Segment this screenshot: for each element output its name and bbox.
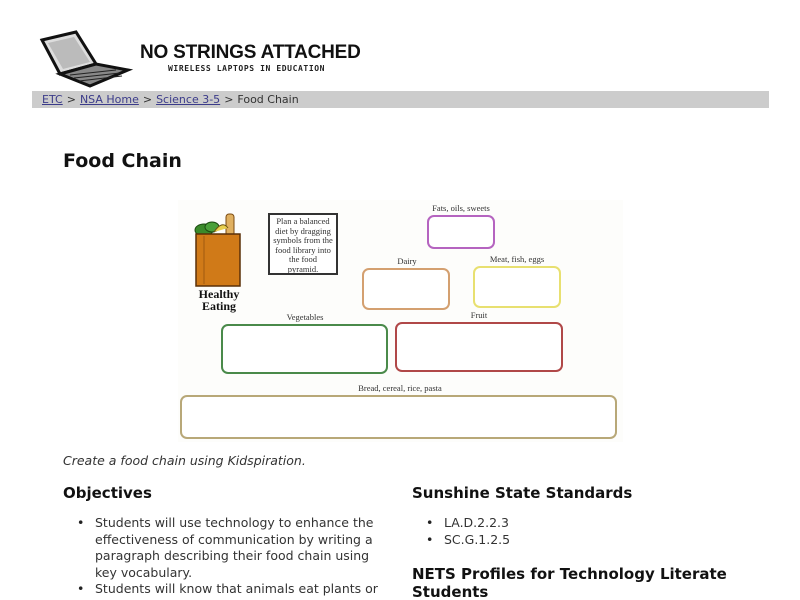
laptop-icon [39, 30, 134, 88]
page-title: Food Chain [63, 150, 182, 172]
breadcrumb-current: Food Chain [237, 93, 299, 106]
breadcrumb-link-science[interactable]: Science 3-5 [156, 93, 221, 106]
label-bread: Bread, cereal, rice, pasta [358, 383, 442, 393]
grocery-bag-icon [194, 213, 241, 287]
standard-item: SC.G.1.2.5 [426, 532, 510, 549]
standards-list: LA.D.2.2.3 SC.G.1.2.5 [426, 515, 510, 549]
breadcrumb-link-etc[interactable]: ETC [42, 93, 63, 106]
objective-item: Students will use technology to enhance … [77, 515, 395, 581]
objectives-heading: Objectives [63, 484, 152, 502]
instructions-box: Plan a balanced diet by dragging symbols… [268, 213, 338, 275]
food-pyramid-image: Healthy Eating Plan a balanced diet by d… [178, 200, 623, 442]
breadcrumb: ETC>NSA Home>Science 3-5>Food Chain [32, 91, 769, 108]
standards-heading: Sunshine State Standards [412, 484, 633, 502]
dropzone-fats[interactable] [427, 215, 495, 249]
healthy-eating-caption: Healthy Eating [198, 287, 240, 313]
objective-item: Students will know that animals eat plan… [77, 581, 395, 598]
label-meat: Meat, fish, eggs [489, 254, 545, 264]
breadcrumb-separator: > [224, 93, 234, 106]
label-dairy: Dairy [397, 256, 417, 266]
dropzone-vegetables[interactable] [221, 324, 388, 374]
dropzone-fruit[interactable] [395, 322, 563, 372]
nets-heading: NETS Profiles for Technology Literate St… [412, 565, 727, 600]
label-vegetables: Vegetables [286, 312, 324, 322]
objectives-list: Students will use technology to enhance … [77, 515, 395, 598]
breadcrumb-link-nsa-home[interactable]: NSA Home [79, 93, 139, 106]
logo-title: NO STRINGS ATTACHED [140, 42, 361, 63]
label-fruit: Fruit [470, 310, 488, 320]
standard-item: LA.D.2.2.3 [426, 515, 510, 532]
breadcrumb-separator: > [142, 93, 153, 106]
logo-subtitle: WIRELESS LAPTOPS IN EDUCATION [168, 64, 326, 73]
breadcrumb-separator: > [66, 93, 76, 106]
label-fats: Fats, oils, sweets [432, 203, 490, 213]
dropzone-dairy[interactable] [362, 268, 450, 310]
site-logo[interactable]: NO STRINGS ATTACHED WIRELESS LAPTOPS IN … [36, 30, 361, 88]
intro-text: Create a food chain using Kidspiration. [63, 453, 306, 468]
dropzone-meat[interactable] [473, 266, 561, 308]
dropzone-bread[interactable] [180, 395, 617, 439]
